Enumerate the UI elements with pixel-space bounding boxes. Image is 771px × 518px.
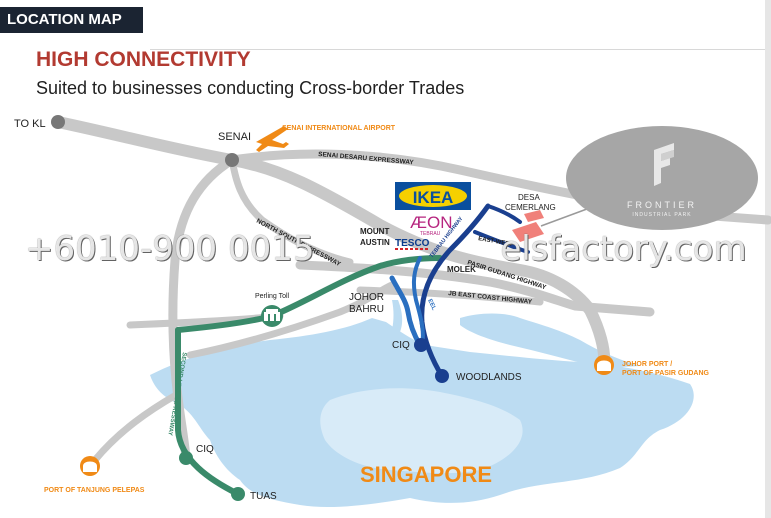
ikea-logo: IKEA xyxy=(395,182,471,210)
label-port-tanjung: PORT OF TANJUNG PELEPAS xyxy=(44,487,145,494)
watermark-phone: +6010-900 0015 xyxy=(25,229,315,269)
perling-toll-icon xyxy=(261,305,283,327)
label-johor-port-1: JOHOR PORT / xyxy=(622,361,672,368)
node-to-kl xyxy=(51,115,65,129)
label-bahru: BAHRU xyxy=(349,304,384,315)
frontier-logo-icon xyxy=(654,143,674,186)
section-tag: LOCATION MAP xyxy=(0,7,143,33)
site-marker-icon xyxy=(512,210,544,242)
label-singapore: SINGAPORE xyxy=(360,462,492,487)
headline: HIGH CONNECTIVITY xyxy=(36,48,251,71)
road-east-coast xyxy=(356,286,544,306)
node-ciq-tuas xyxy=(179,451,193,465)
divider xyxy=(150,49,771,50)
frontier-sub: INDUSTRIAL PARK xyxy=(632,212,691,218)
label-to-kl: TO KL xyxy=(14,118,46,130)
label-perling-toll: Perling Toll xyxy=(255,293,290,300)
aeon-sub: TEBRAU xyxy=(420,231,441,237)
road-southwest xyxy=(91,391,180,464)
water-river xyxy=(392,300,403,332)
label-senai: SENAI xyxy=(218,131,251,143)
label-desa-2: CEMERLANG xyxy=(505,203,556,212)
label-ciq-tuas: CIQ xyxy=(196,444,214,455)
label-ciq-jb: CIQ xyxy=(392,340,410,351)
tesco-text: TESCO xyxy=(395,238,430,249)
node-tuas xyxy=(231,487,245,501)
node-woodlands xyxy=(435,369,449,383)
right-edge-strip xyxy=(765,0,771,518)
subheadline: Suited to businesses conducting Cross-bo… xyxy=(36,78,465,98)
aeon-text: ÆON xyxy=(410,213,453,232)
frontier-name: FRONTIER xyxy=(627,200,697,210)
road-north-south xyxy=(168,155,237,465)
watermark: +6010-900 0015 elsfactory.com xyxy=(25,229,755,269)
port-icon-tanjung xyxy=(80,456,100,476)
tebrau-highway xyxy=(419,203,491,379)
label-molek: MOLEK xyxy=(447,265,476,274)
label-senai-airport: SENAI INTERNATIONAL AIRPORT xyxy=(282,125,396,132)
watermark-site: elsfactory.com xyxy=(500,229,747,269)
eel-road-2 xyxy=(411,256,425,347)
perling-highway-green xyxy=(175,255,443,333)
label-mount-1: MOUNT xyxy=(360,227,389,236)
water-inlet xyxy=(460,313,640,368)
node-senai xyxy=(225,153,239,167)
label-tuas: TUAS xyxy=(250,491,277,502)
road-to-senai xyxy=(228,156,354,266)
label-mount-2: AUSTIN xyxy=(360,238,390,247)
ikea-text: IKEA xyxy=(413,188,454,207)
label-desa-1: DESA xyxy=(518,193,540,202)
road-pasir-gudang xyxy=(295,260,655,317)
singapore-land-light xyxy=(320,388,523,474)
second-link-expressway xyxy=(174,327,241,497)
label-eel: EEL xyxy=(426,298,437,311)
label-johor-port-2: PORT OF PASIR GUDANG xyxy=(622,370,710,377)
frontier-callout xyxy=(566,126,758,230)
airplane-icon xyxy=(256,126,289,152)
desa-cemerlang-road xyxy=(473,204,530,254)
eel-road xyxy=(389,275,423,348)
label-johor: JOHOR xyxy=(349,292,384,303)
port-icon-pasir-gudang xyxy=(594,355,614,375)
node-ciq-jb xyxy=(414,338,428,352)
label-woodlands: WOODLANDS xyxy=(456,372,522,383)
